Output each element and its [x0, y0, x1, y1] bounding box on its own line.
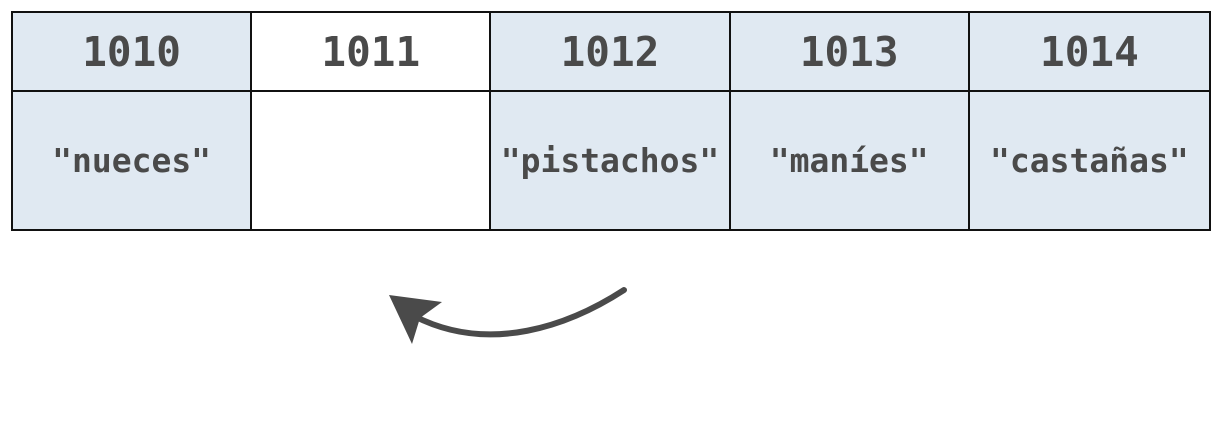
arrow-head	[389, 295, 442, 344]
value-cell-1011	[252, 92, 492, 229]
value-cell-1012: "pistachos"	[491, 92, 731, 229]
address-cell-1010: 1010	[13, 13, 253, 92]
curved-arrow-left-icon	[389, 287, 627, 344]
memory-table: 1010 1011 1012 1013 1014 "nueces" "pista…	[11, 11, 1211, 231]
value-cell-1013: "maníes"	[730, 92, 970, 229]
address-cell-1014: 1014	[969, 13, 1209, 92]
arrow-shaft	[411, 287, 627, 338]
address-cell-1013: 1013	[730, 13, 970, 92]
value-cell-1014: "castañas"	[969, 92, 1209, 229]
value-cell-1010: "nueces"	[13, 92, 253, 229]
address-cell-1011: 1011	[252, 13, 492, 92]
address-cell-1012: 1012	[491, 13, 731, 92]
